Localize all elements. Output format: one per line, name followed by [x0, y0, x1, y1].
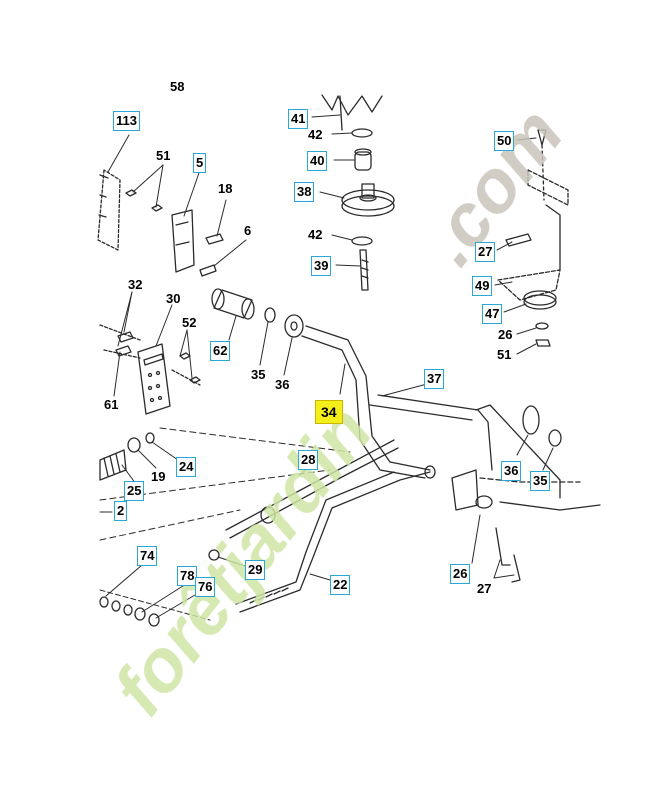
callout-35-center: 35 [251, 367, 266, 382]
callout-38: 38 [294, 182, 315, 202]
main-shaft-34 [301, 325, 601, 511]
callout-27-top: 27 [475, 242, 496, 262]
callout-26-bottom: 26 [450, 564, 471, 584]
bracket-assembly-113 [97, 134, 164, 251]
callout-74: 74 [137, 546, 158, 566]
callout-36-center: 36 [275, 377, 290, 392]
callout-78: 78 [177, 566, 198, 586]
callout-18: 18 [218, 181, 233, 196]
shaft-assembly-center [311, 94, 395, 291]
callout-62: 62 [210, 341, 231, 361]
callout-24: 24 [176, 457, 197, 477]
callout-42-bottom: 42 [308, 227, 323, 242]
washer-stack-bottom-left [99, 511, 211, 627]
pivot-bracket-26 [424, 405, 562, 583]
callout-41: 41 [288, 109, 309, 129]
callout-2: 2 [114, 501, 128, 521]
callout-58: 58 [170, 79, 185, 94]
bushing-and-washers [211, 288, 304, 376]
callout-29: 29 [245, 560, 266, 580]
callout-19: 19 [151, 469, 166, 484]
callout-37: 37 [424, 369, 445, 389]
callout-25: 25 [124, 481, 145, 501]
callout-52: 52 [182, 315, 197, 330]
idler-bracket-right [494, 129, 569, 355]
callout-51-top: 51 [156, 148, 171, 163]
callout-42-top: 42 [308, 127, 323, 142]
callout-34-highlighted: 34 [315, 400, 343, 424]
spring-assembly-left [99, 427, 351, 501]
callout-51-right: 51 [497, 347, 512, 362]
callout-40: 40 [307, 151, 328, 171]
callout-5: 5 [193, 153, 207, 173]
callout-39: 39 [311, 256, 332, 276]
bracket-30-assembly [99, 291, 201, 415]
callout-36-right: 36 [501, 461, 522, 481]
callout-6: 6 [244, 223, 252, 238]
callout-76: 76 [195, 577, 216, 597]
callout-35-right: 35 [530, 471, 551, 491]
callout-22: 22 [330, 575, 351, 595]
callout-32: 32 [128, 277, 143, 292]
callout-47: 47 [482, 304, 503, 324]
callout-113: 113 [113, 111, 140, 131]
callout-49: 49 [472, 276, 493, 296]
callout-30: 30 [166, 291, 181, 306]
callout-50: 50 [494, 131, 515, 151]
callout-26-right: 26 [498, 327, 513, 342]
bracket-5 [171, 169, 247, 277]
callout-61: 61 [104, 397, 119, 412]
callout-28: 28 [298, 450, 319, 470]
callout-27-bottom: 27 [477, 581, 492, 596]
